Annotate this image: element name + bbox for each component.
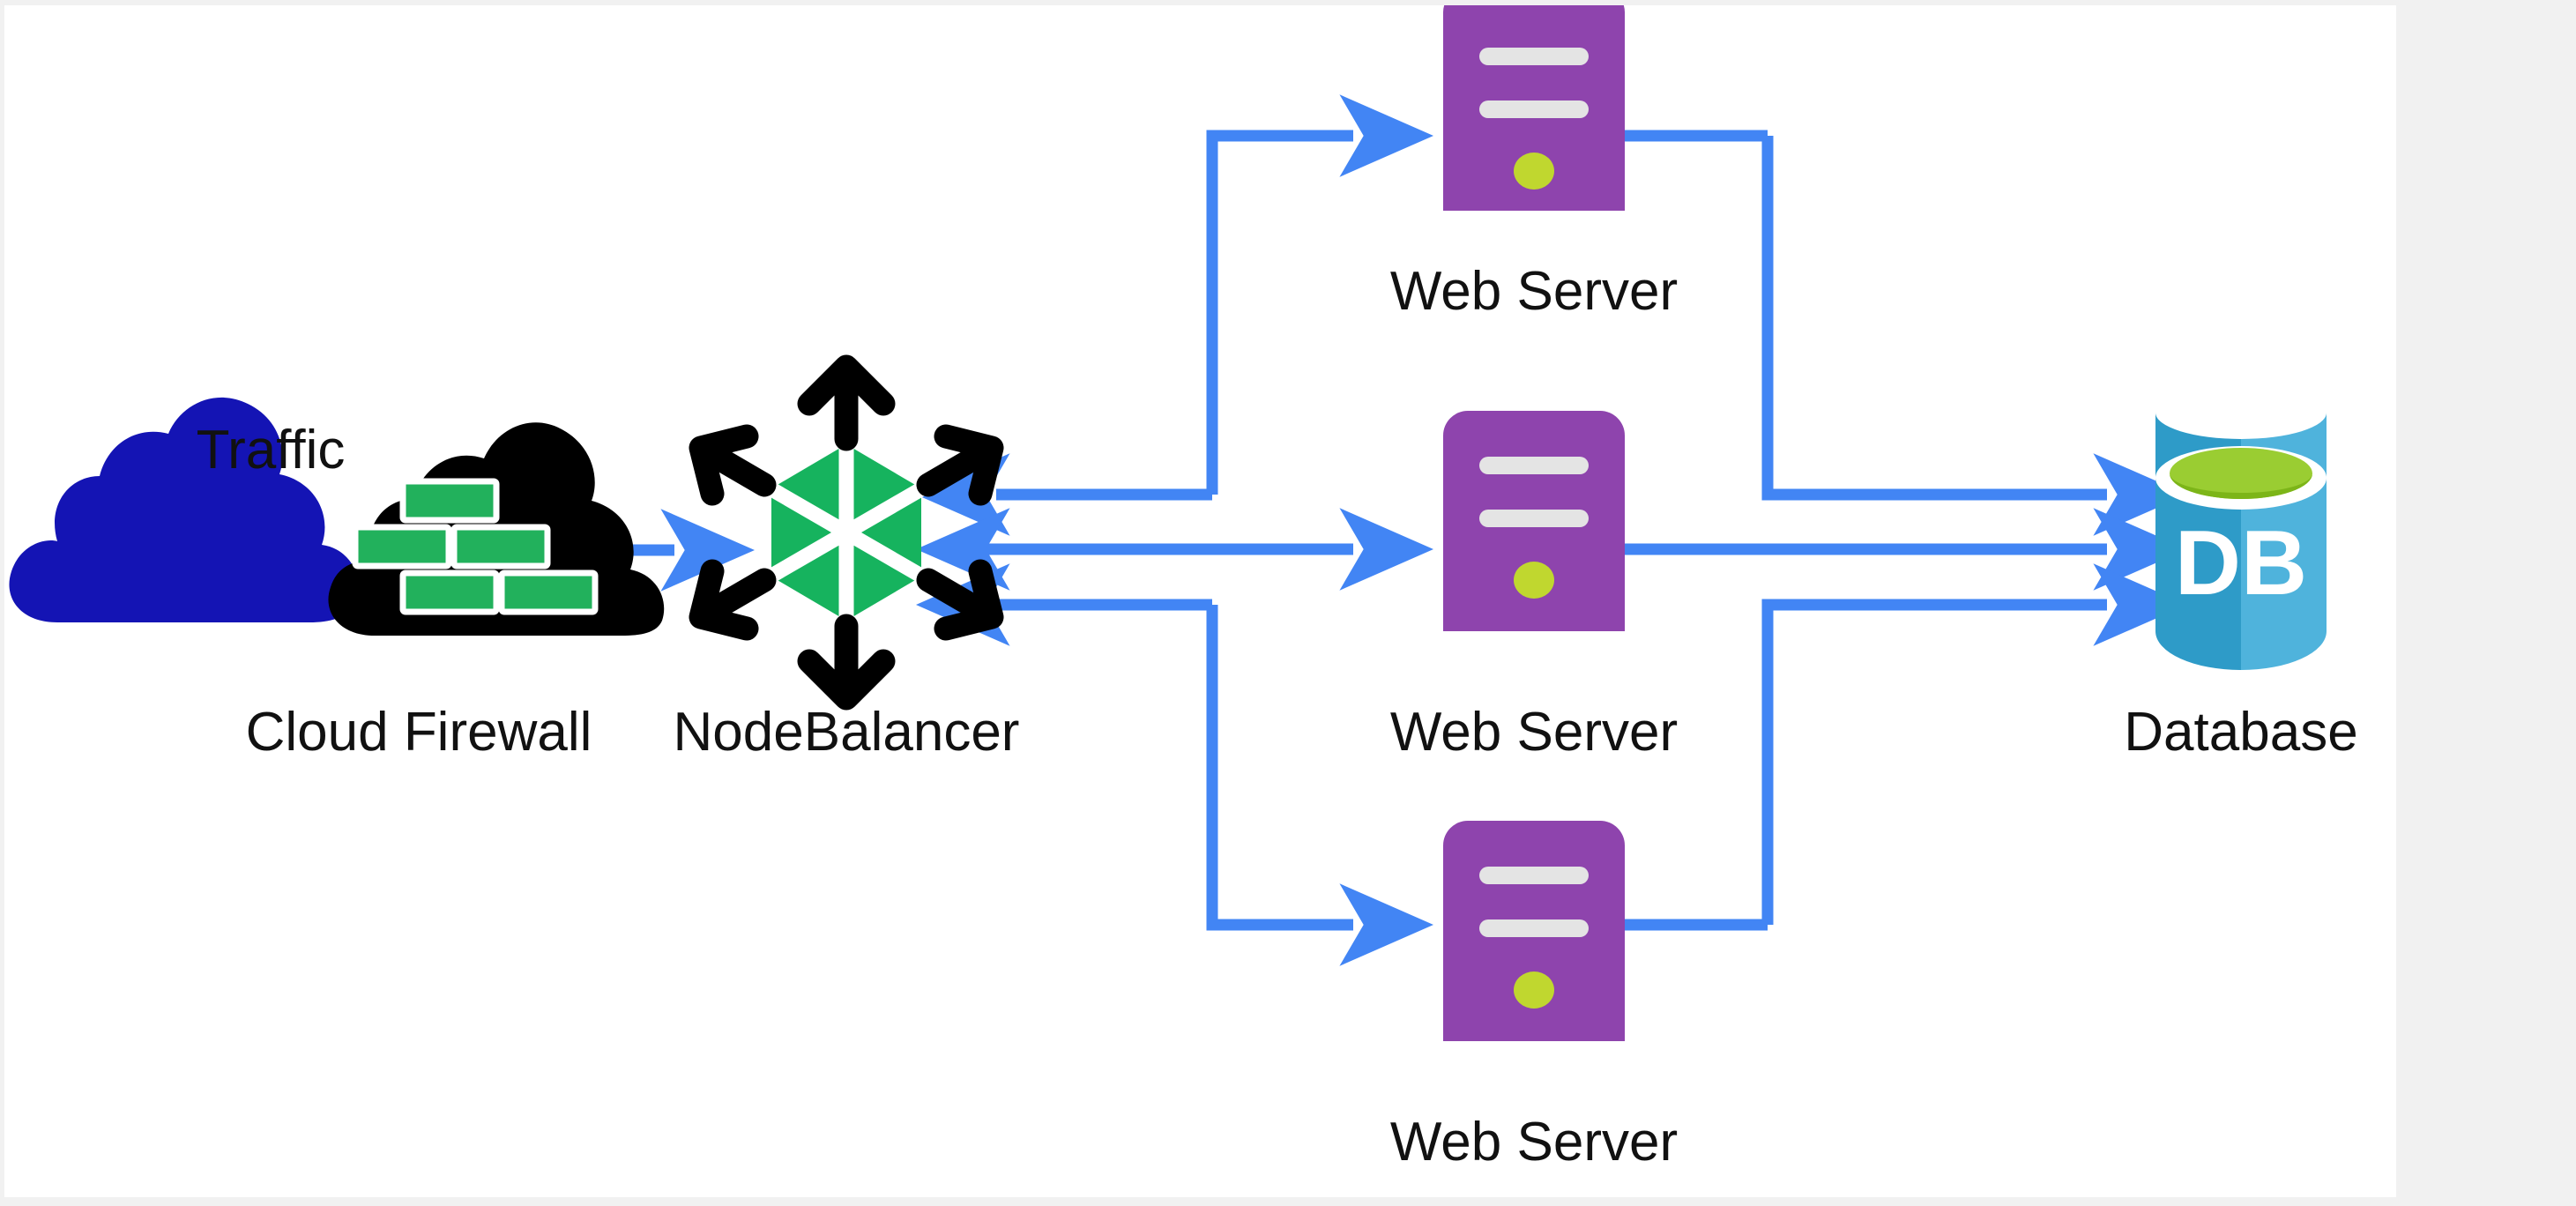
nodebalancer-hexagon	[758, 436, 934, 629]
server-bar	[1479, 510, 1589, 527]
database-badge-text: DB	[2175, 512, 2307, 614]
server-bar	[1479, 457, 1589, 474]
internet-cloud-icon	[9, 397, 359, 622]
server-status-led	[1514, 562, 1554, 599]
edge-ws3-to-db	[1761, 563, 2187, 925]
web-server-1-label: Web Server	[1390, 261, 1678, 322]
web-server-3-label: Web Server	[1390, 1112, 1678, 1172]
web-server-3-icon	[1443, 821, 1625, 1041]
edge-nb-to-ws1	[1206, 94, 1433, 495]
edge-nb-to-ws3	[1206, 605, 1433, 966]
edge-ws1-to-db	[1761, 136, 2187, 536]
web-server-2-label: Web Server	[1390, 702, 1678, 763]
nodebalancer-arrows	[689, 354, 1004, 711]
database-cylinder-icon: DB	[2155, 413, 2327, 670]
server-status-led	[1514, 972, 1554, 1009]
nodebalancer-icon	[689, 354, 1004, 711]
architecture-diagram: DB Traffic Cloud Firewall NodeBalancer W…	[9, 5, 2358, 1172]
diagram-canvas: DB Traffic Cloud Firewall NodeBalancer W…	[4, 5, 2396, 1197]
web-server-1-icon	[1443, 5, 1625, 211]
server-bar	[1479, 48, 1589, 65]
web-server-2-icon	[1443, 411, 1625, 631]
nodebalancer-label: NodeBalancer	[674, 702, 1020, 763]
server-status-led	[1514, 153, 1554, 190]
firewall-icon	[328, 422, 665, 636]
server-bar	[1479, 867, 1589, 884]
firewall-bricks	[352, 478, 599, 615]
traffic-edge-label: Traffic	[197, 420, 346, 480]
database-top-fill	[2170, 448, 2312, 499]
cloud-firewall-label: Cloud Firewall	[246, 702, 592, 763]
server-bar	[1479, 919, 1589, 937]
server-bar	[1479, 100, 1589, 118]
database-label: Database	[2124, 702, 2357, 763]
